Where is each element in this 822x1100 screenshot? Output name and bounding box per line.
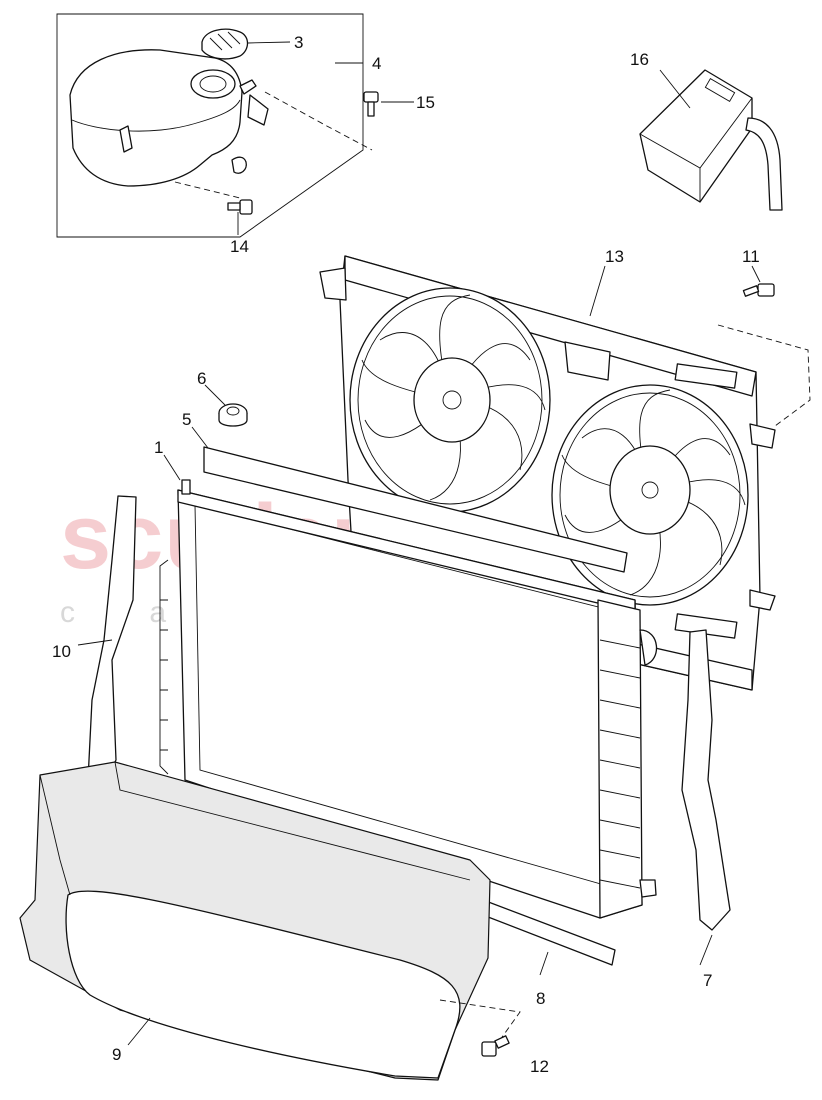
lower-air-duct — [19, 761, 521, 1081]
screw-14 — [227, 199, 253, 215]
callout-4: 4 — [372, 54, 381, 73]
callout-14: 14 — [230, 237, 249, 256]
air-duct-opening — [65, 890, 461, 1079]
rubber-grommet-6 — [218, 403, 248, 427]
callout-16: 16 — [630, 50, 649, 69]
reservoir-filler-neck — [190, 69, 236, 99]
leader-lines — [77, 41, 761, 1046]
callout-1: 1 — [154, 438, 163, 457]
callout-5: 5 — [182, 410, 191, 429]
coolant-reservoir-group — [56, 13, 379, 238]
fan-right-hub — [609, 445, 691, 535]
callout-12: 12 — [530, 1057, 549, 1076]
reservoir-outlet — [231, 156, 247, 174]
control-unit-body — [639, 69, 753, 203]
callout-3: 3 — [294, 33, 303, 52]
callout-13: 13 — [605, 247, 624, 266]
fan-left-hub — [413, 357, 491, 443]
reservoir-hose-stub — [119, 125, 133, 153]
callout-11: 11 — [742, 247, 760, 266]
reservoir-bracket — [247, 94, 269, 126]
bolt-12 — [481, 1035, 510, 1057]
fan-control-unit — [639, 69, 783, 211]
fan-left — [349, 287, 551, 513]
screw-15 — [363, 91, 379, 117]
reservoir-group-frame — [56, 13, 364, 238]
air-guide-7 — [681, 629, 731, 931]
control-unit-wiring — [745, 117, 783, 211]
radiator-side-tank — [597, 599, 643, 919]
callout-15: 15 — [416, 93, 435, 112]
reservoir-cap — [201, 28, 249, 60]
fan-right — [551, 384, 749, 606]
bolt-11 — [742, 283, 775, 297]
callout-7: 7 — [703, 971, 712, 990]
callout-10: 10 — [52, 642, 71, 661]
callout-8: 8 — [536, 989, 545, 1008]
seal-strip-5 — [203, 446, 628, 573]
callout-6: 6 — [197, 369, 206, 388]
callout-9: 9 — [112, 1045, 121, 1064]
seal-strips — [203, 446, 628, 966]
callout-labels: 3 4 15 16 14 13 11 6 5 1 10 7 8 9 12 — [52, 33, 760, 1076]
